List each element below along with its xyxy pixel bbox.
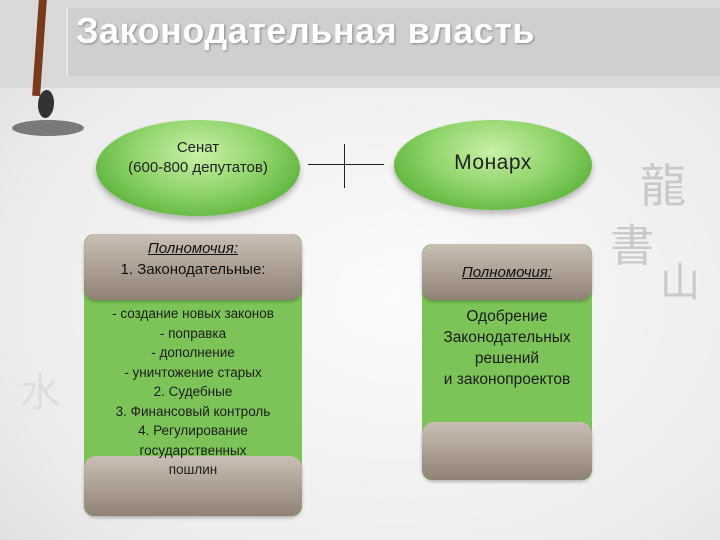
monarch-label: Монарх xyxy=(454,151,532,174)
page-title: Законодательная власть xyxy=(76,10,535,51)
connector-horizontal xyxy=(308,164,384,165)
list-item: Одобрение xyxy=(466,308,548,325)
list-item: решений xyxy=(474,350,540,367)
list-item: и законопроектов xyxy=(443,371,571,388)
senate-legislative-item: 1. Законодательные: xyxy=(120,261,266,278)
senate-label: Сенат (600-800 депутатов) xyxy=(96,138,300,178)
calligraphy-decoration: 書 xyxy=(610,221,654,272)
monarch-powers-footer-tab xyxy=(422,422,592,480)
list-item: 2. Судебные xyxy=(153,384,233,399)
senate-powers-header-tab xyxy=(84,234,302,300)
monarch-powers-header-tab xyxy=(422,244,592,300)
list-item: 4. Регулирование xyxy=(138,423,248,438)
monarch-node: Монарх xyxy=(394,120,592,210)
senate-node: Сенат (600-800 депутатов) xyxy=(96,120,300,216)
senate-deputies: (600-800 депутатов) xyxy=(128,159,268,176)
list-item: государственных xyxy=(139,442,247,458)
list-item: - поправка xyxy=(159,325,227,341)
brush-icon xyxy=(12,0,84,136)
list-item: 3. Финансовый контроль xyxy=(115,403,271,419)
connector-vertical xyxy=(344,144,345,188)
senate-powers-footer-tab xyxy=(84,456,302,516)
list-item: - создание новых законов xyxy=(112,306,274,321)
calligraphy-decoration: 水 xyxy=(20,370,60,416)
senate-name: Сенат xyxy=(176,139,220,156)
list-item: - уничтожение старых xyxy=(124,364,262,380)
title-box xyxy=(66,8,720,76)
calligraphy-decoration: 龍 xyxy=(640,159,686,213)
list-item: - дополнение xyxy=(151,345,235,360)
list-item: Законодательных xyxy=(443,329,571,346)
calligraphy-decoration: 山 xyxy=(660,260,700,306)
list-item: пошлин xyxy=(168,462,218,477)
monarch-powers-list: Одобрение Законодательных решений и зако… xyxy=(422,306,592,390)
monarch-powers-heading: Полномочия: xyxy=(461,264,553,281)
senate-powers-list: - создание новых законов - поправка - до… xyxy=(84,304,302,480)
senate-powers-heading: Полномочия: xyxy=(147,240,239,257)
